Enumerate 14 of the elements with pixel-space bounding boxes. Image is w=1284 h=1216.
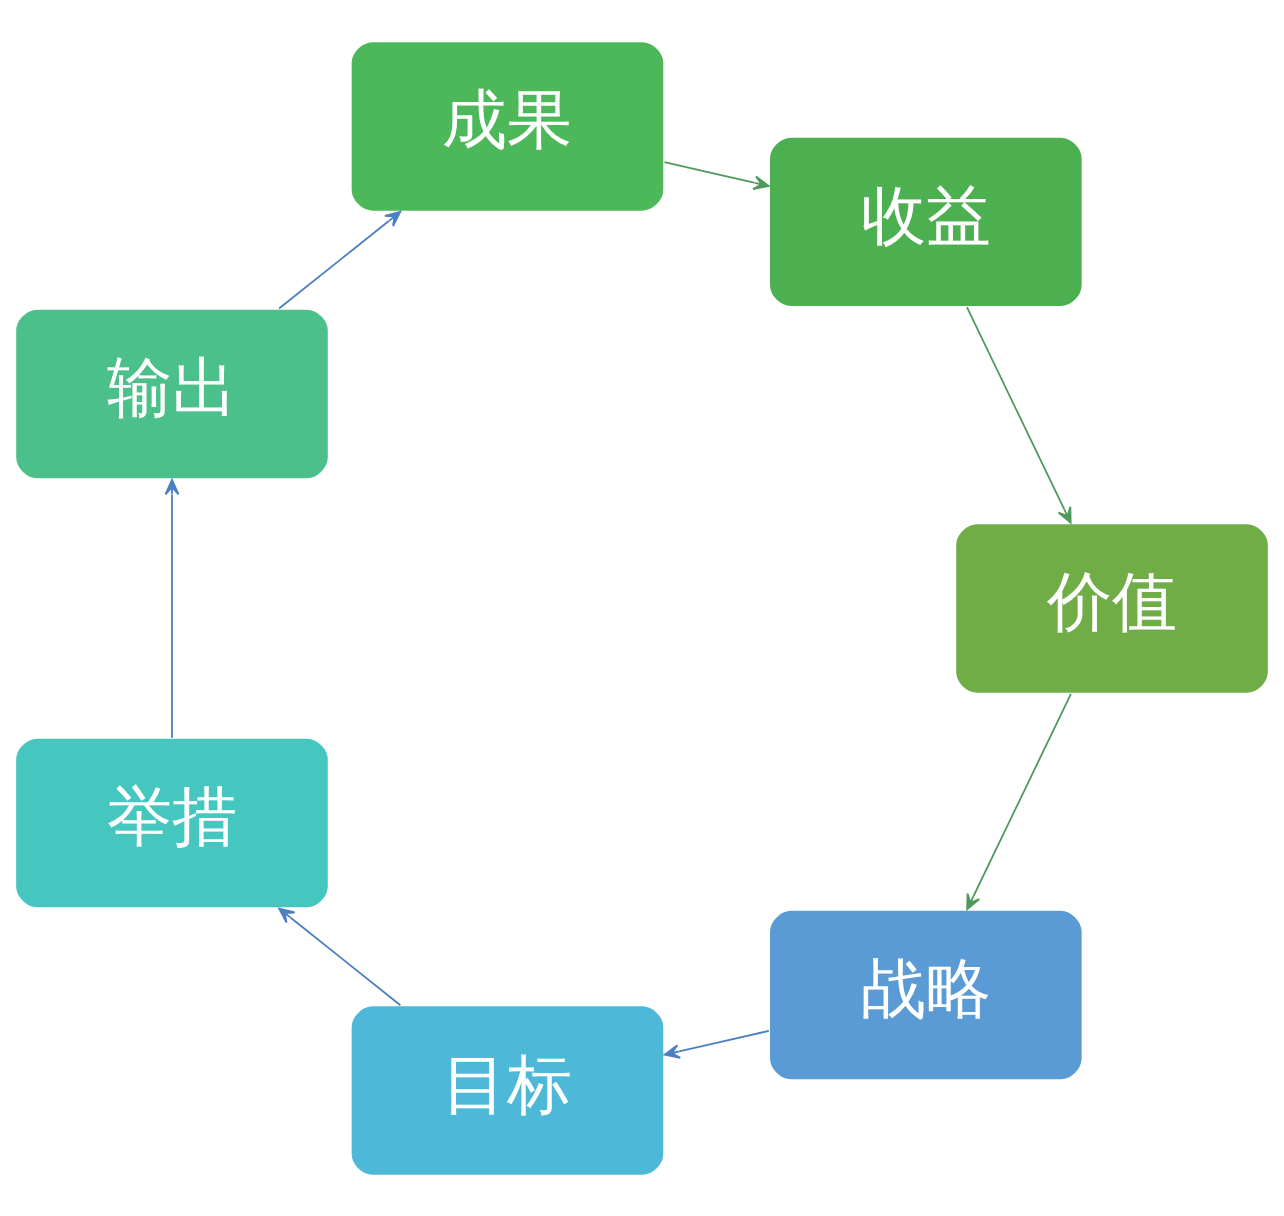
- arrow: [278, 210, 402, 309]
- arrow: [278, 907, 402, 1006]
- node-box: 战略: [768, 908, 1084, 1081]
- node-box: 目标: [349, 1004, 666, 1177]
- arrow: [966, 692, 1072, 910]
- node-box: 举措: [14, 736, 330, 909]
- arrow: [966, 305, 1072, 524]
- arrow: [663, 1029, 770, 1059]
- node-box: 价值: [954, 521, 1270, 695]
- arrow: [663, 160, 770, 190]
- node-box: 输出: [14, 307, 330, 480]
- node-box: 收益: [768, 135, 1084, 308]
- node-box: 成果: [349, 39, 666, 212]
- arrow: [164, 478, 180, 739]
